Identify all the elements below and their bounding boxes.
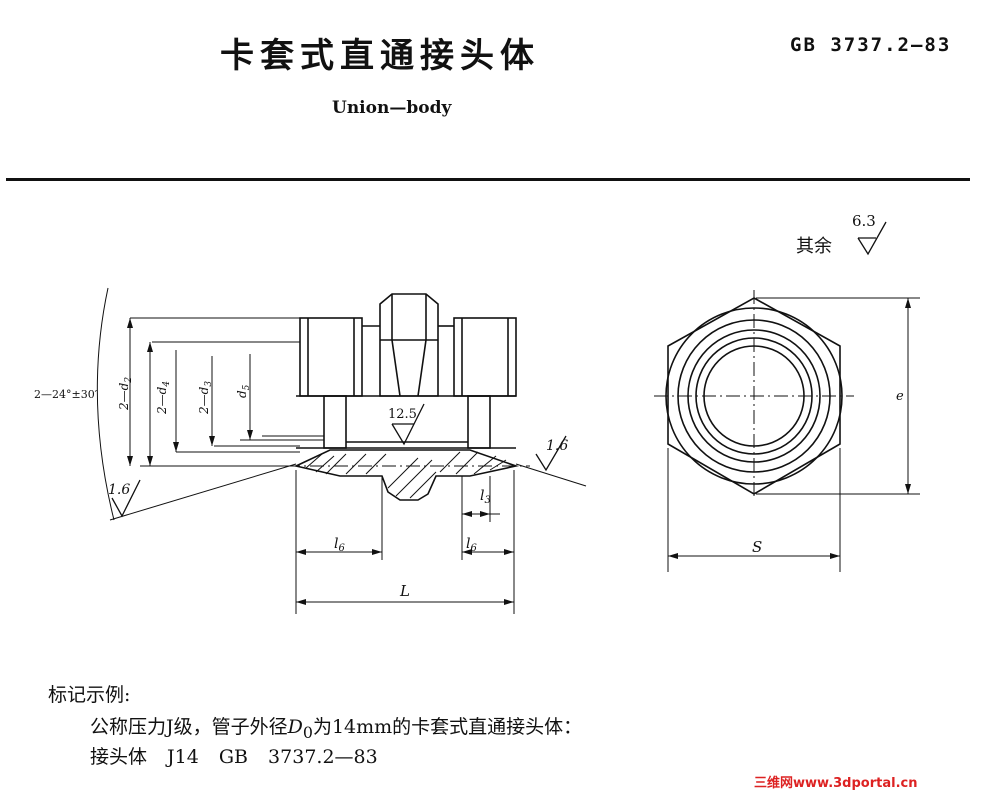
dim-l6-left: l6 xyxy=(334,536,345,554)
example-heading: 标记示例: xyxy=(48,684,131,706)
dim-d4: 2—d4 xyxy=(155,381,172,415)
roughness-face-value: 1.6 xyxy=(546,438,568,454)
dim-S: S xyxy=(752,538,762,556)
end-view xyxy=(654,221,920,572)
roughness-cone-value: 1.6 xyxy=(108,482,130,498)
header-rule xyxy=(6,178,970,181)
dim-d5: d5 xyxy=(235,384,252,398)
dim-d3: 2—d3 xyxy=(197,381,214,415)
roughness-bore-value: 12.5 xyxy=(388,407,417,422)
english-title: Union—body xyxy=(332,98,452,118)
roughness-note: 其余 xyxy=(796,236,832,257)
arrowheads xyxy=(127,298,911,605)
dim-l3: l3 xyxy=(480,488,491,506)
dim-l6-right: l6 xyxy=(466,536,477,554)
watermark: 三维网www.3dportal.cn xyxy=(754,776,918,791)
angle-label: 2—24°±30′ xyxy=(34,388,98,401)
standard-number: GB 3737.2—83 xyxy=(790,34,952,56)
dim-L: L xyxy=(399,582,410,600)
dim-e: e xyxy=(896,389,904,404)
example-marking: 接头体 J14 GB 3737.2—83 xyxy=(90,746,378,768)
dim-d2: 2—d2 xyxy=(117,377,134,411)
example-description: 公称压力J级，管子外径D0为14mm的卡套式直通接头体： xyxy=(90,716,583,742)
section-view xyxy=(96,287,587,614)
roughness-rest-value: 6.3 xyxy=(852,212,876,230)
document-title: 卡套式直通接头体 xyxy=(220,36,540,76)
